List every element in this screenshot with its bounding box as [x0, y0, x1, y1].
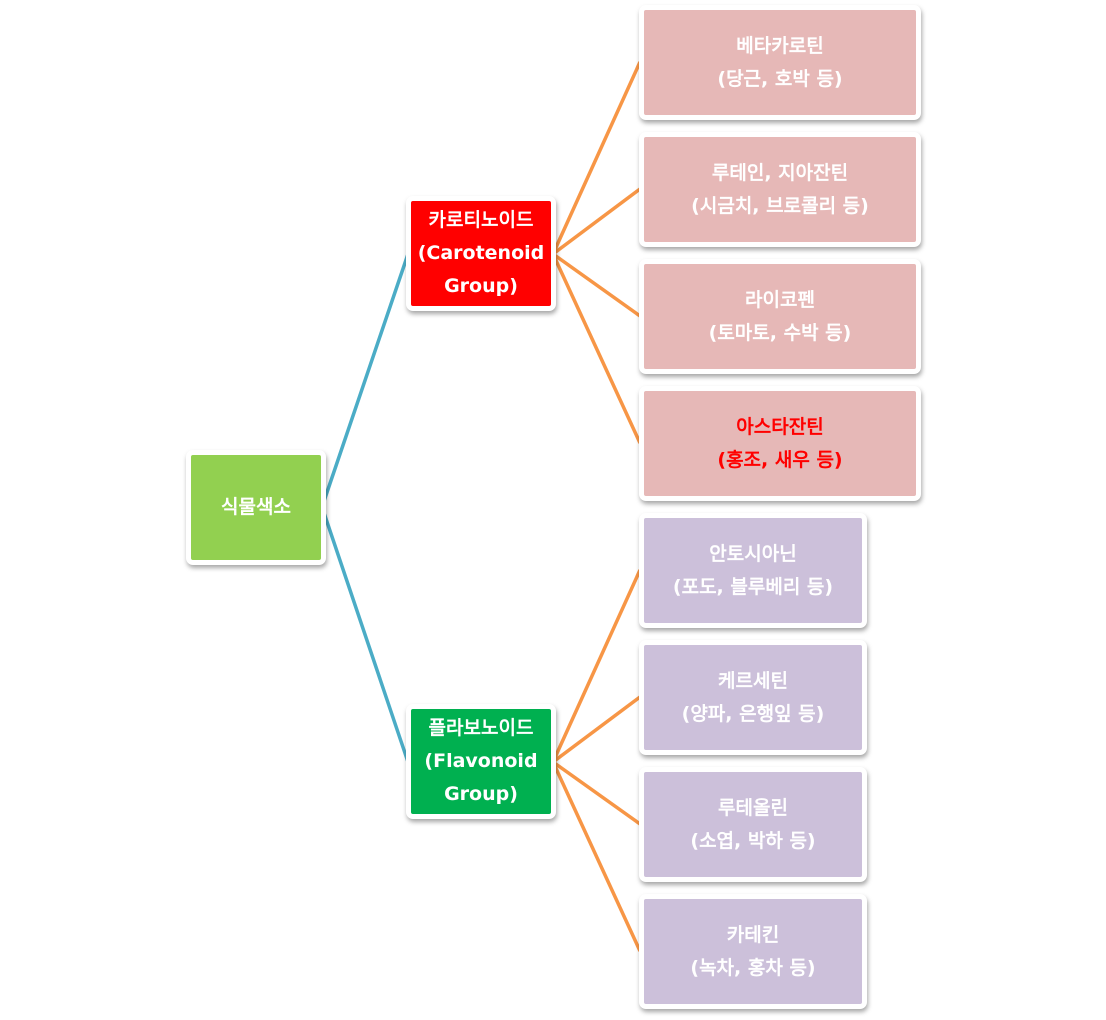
connector-flavonoid-leaf — [551, 761, 642, 952]
group-label-english: (Flavonoid — [424, 750, 538, 772]
connector-flavonoid-leaf — [551, 695, 642, 764]
leaf-examples: (포도, 블루베리 등) — [672, 575, 834, 598]
leaf-examples: (토마토, 수박 등) — [708, 321, 852, 344]
connector-root-flavonoid — [320, 506, 410, 763]
leaf-examples: (당근, 호박 등) — [717, 67, 843, 90]
connector-carotenoid-leaf — [551, 61, 642, 255]
connector-carotenoid-leaf — [551, 187, 642, 256]
leaf-examples: (소엽, 박하 등) — [690, 829, 816, 852]
connector-root-carotenoid — [320, 253, 410, 508]
root-node-plant-pigment: 식물색소 — [186, 450, 326, 565]
group-label-suffix: Group) — [444, 275, 518, 297]
leaf-examples: (양파, 은행잎 등) — [681, 702, 825, 725]
leaf-node-beta-carotene: 베타카로틴 (당근, 호박 등) — [639, 5, 921, 120]
leaf-examples: (홍조, 새우 등) — [717, 448, 843, 471]
leaf-node-anthocyanin: 안토시아닌 (포도, 블루베리 등) — [639, 513, 867, 628]
connector-flavonoid-leaf — [551, 760, 642, 826]
leaf-node-luteolin: 루테올린 (소엽, 박하 등) — [639, 767, 867, 882]
group-label-korean: 플라보노이드 — [428, 717, 534, 739]
leaf-name: 케르세틴 — [718, 669, 788, 692]
group-label-english: (Carotenoid — [417, 242, 545, 264]
connector-carotenoid-leaf — [551, 252, 642, 318]
leaf-node-lutein-zeaxanthin: 루테인, 지아잔틴 (시금치, 브로콜리 등) — [639, 132, 921, 247]
leaf-name: 안토시아닌 — [709, 542, 797, 565]
leaf-name: 아스타잔틴 — [736, 415, 824, 438]
connector-flavonoid-leaf — [551, 569, 642, 763]
group-label-suffix: Group) — [444, 783, 518, 805]
leaf-node-quercetin: 케르세틴 (양파, 은행잎 등) — [639, 640, 867, 755]
leaf-examples: (시금치, 브로콜리 등) — [691, 194, 869, 217]
leaf-node-catechin: 카테킨 (녹차, 홍차 등) — [639, 894, 867, 1009]
leaf-node-lycopene: 라이코펜 (토마토, 수박 등) — [639, 259, 921, 374]
leaf-name: 루테인, 지아잔틴 — [711, 161, 849, 184]
group-label-korean: 카로티노이드 — [428, 209, 534, 231]
root-label: 식물색소 — [221, 496, 291, 518]
group-node-carotenoid: 카로티노이드 (Carotenoid Group) — [406, 196, 556, 311]
leaf-node-astaxanthin: 아스타잔틴 (홍조, 새우 등) — [639, 386, 921, 501]
leaf-name: 베타카로틴 — [736, 34, 824, 57]
group-node-flavonoid: 플라보노이드 (Flavonoid Group) — [406, 704, 556, 819]
connector-carotenoid-leaf — [551, 253, 642, 444]
leaf-name: 카테킨 — [726, 923, 780, 946]
leaf-examples: (녹차, 홍차 등) — [690, 956, 816, 979]
leaf-name: 루테올린 — [718, 796, 788, 819]
leaf-name: 라이코펜 — [745, 288, 815, 311]
